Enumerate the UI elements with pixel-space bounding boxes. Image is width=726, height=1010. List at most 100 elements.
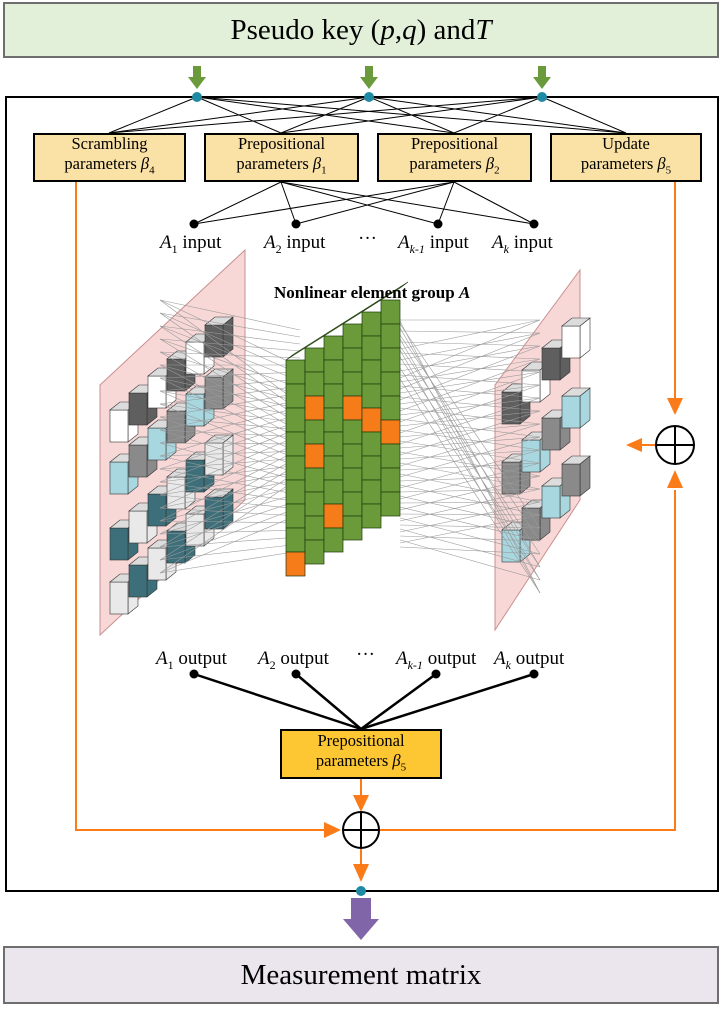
layer-cube-front [109, 409, 129, 443]
mesh-line [159, 416, 301, 431]
grid-cube [323, 527, 344, 553]
grid-cube [342, 395, 363, 421]
grid-cube [361, 407, 382, 433]
pseudo-key-p: p [380, 13, 395, 46]
green-arrow-shaft [538, 66, 546, 78]
mesh-line [159, 403, 301, 461]
mesh-line [159, 450, 301, 457]
junction-nodes [189, 92, 695, 896]
mesh-line [159, 406, 301, 444]
box-line1: Prepositional [237, 134, 326, 154]
measurement-matrix-box: Measurement matrix [3, 946, 719, 1004]
mesh-line [159, 338, 301, 389]
grid-cube [380, 443, 401, 469]
grid-cube [323, 479, 344, 505]
mesh-line [399, 349, 541, 594]
mesh-line [159, 325, 301, 345]
pseudo-key-mid: ) and [416, 13, 476, 46]
grid-cube [380, 467, 401, 493]
input-wire [437, 181, 455, 225]
orange-arrow-head [353, 864, 369, 882]
mesh-line [159, 325, 301, 419]
green-arrow-shaft [365, 66, 373, 78]
mesh-line [399, 462, 541, 471]
grid-cube [380, 371, 401, 397]
input-dot [189, 219, 199, 229]
layer-cube-front [541, 485, 561, 519]
mesh-line [399, 371, 541, 423]
output-dot [189, 669, 199, 679]
box-line2: parameters β1 [236, 154, 327, 177]
box-line2: parameters β4 [64, 154, 155, 177]
scrambling-path [75, 182, 326, 831]
key-wire [108, 96, 198, 134]
mesh-line [159, 469, 301, 561]
mesh-line [159, 464, 301, 483]
grid-cube [342, 323, 363, 349]
purple-arrow-head [343, 919, 379, 940]
mesh-line [159, 299, 301, 331]
layer-cube-front [147, 375, 167, 409]
mesh-line [399, 371, 541, 394]
teal-node [364, 92, 374, 102]
grid-cube [342, 347, 363, 373]
layer-cube-front [128, 510, 148, 544]
grid-cube [323, 359, 344, 385]
grid-cube [342, 419, 363, 445]
grid-cube [342, 443, 363, 469]
pseudo-key-prefix: Pseudo key ( [230, 13, 381, 46]
grid-cube [285, 527, 306, 553]
mesh-line [159, 441, 301, 509]
grid-cube [323, 503, 344, 529]
mesh-line [159, 312, 301, 338]
mesh-line [159, 420, 301, 470]
grid-cube [323, 383, 344, 409]
mesh-line [159, 513, 301, 574]
grid-cube [361, 359, 382, 385]
output-dot [291, 669, 301, 679]
layer-cube-top [204, 488, 234, 498]
teal-node [537, 92, 547, 102]
mesh-line [159, 457, 301, 470]
pseudo-key-q: q [402, 13, 417, 46]
grid-cube [285, 383, 306, 409]
mesh-line [159, 471, 301, 496]
grid-cube [380, 491, 401, 517]
mesh-line [159, 499, 301, 548]
purple-arrow-shaft [351, 898, 371, 920]
orange-arrow-head [667, 470, 683, 488]
mesh-line [159, 351, 301, 396]
mesh-line [399, 374, 541, 386]
grid-cube [323, 455, 344, 481]
layer-cube-top [561, 317, 591, 327]
mesh-line [399, 475, 541, 511]
mesh-line [399, 407, 541, 425]
mesh-line [399, 330, 541, 334]
mesh-line [399, 410, 541, 456]
mesh-line [399, 488, 541, 493]
box-line1: Prepositional [317, 730, 405, 750]
grid-cube [361, 383, 382, 409]
green-arrow-shaft [193, 66, 201, 78]
mesh-line [399, 385, 541, 399]
output-label-ak: Ak output [494, 648, 565, 672]
layer-cube-front [561, 463, 581, 497]
mesh-line [159, 427, 301, 483]
network-connections [159, 299, 541, 594]
input-label-ak-1: Ak-1 input [398, 232, 469, 256]
output-label-ak-1: Ak-1 output [396, 648, 477, 672]
input-dot [529, 219, 539, 229]
pseudo-key-T: T [475, 13, 492, 46]
layer-cube-front [109, 581, 129, 615]
prepositional-parameters-1-box: Prepositional parameters β1 [204, 133, 359, 182]
mesh-line [399, 462, 541, 490]
grid-cube [304, 347, 325, 373]
output-dot [431, 669, 441, 679]
mesh-line [399, 506, 541, 542]
scrambling-parameters-box: Scrambling parameters β4 [33, 133, 186, 182]
mesh-line [399, 323, 541, 529]
mesh-line [159, 416, 301, 468]
mesh-line [159, 392, 301, 418]
mesh-line [159, 481, 301, 503]
